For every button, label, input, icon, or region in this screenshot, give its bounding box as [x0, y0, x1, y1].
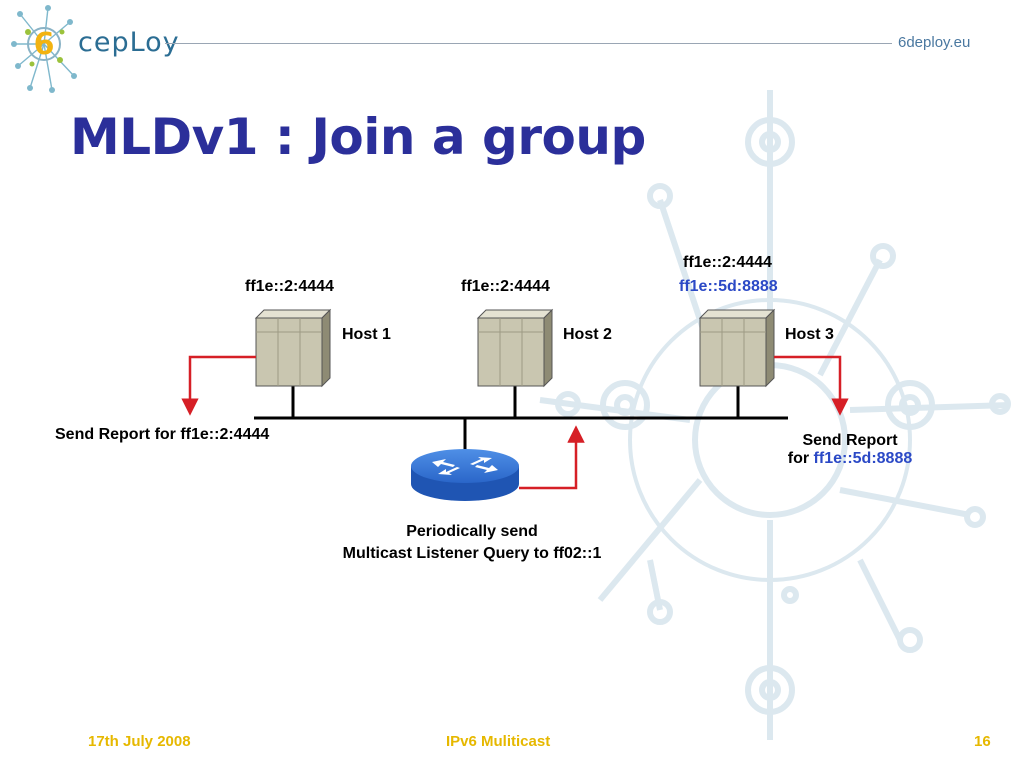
- router-icon: [411, 449, 519, 501]
- host-3-report-group: ff1e::5d:8888: [813, 450, 913, 467]
- footer-date: 17th July 2008: [88, 733, 191, 750]
- host-3-group: ff1e::2:4444: [683, 254, 772, 271]
- site-url: 6deploy.eu: [898, 34, 971, 51]
- host-3-report-text: Send Report for ff1e::5d:8888: [760, 432, 940, 468]
- host-2-icon: [476, 308, 554, 388]
- router-query-line2: Multicast Listener Query to ff02::1: [342, 545, 602, 562]
- host-3-report-line1: Send Report: [802, 432, 898, 449]
- brand-wordmark: cepLoy: [78, 27, 180, 58]
- host-2-group: ff1e::2:4444: [461, 278, 550, 295]
- host-2-label: Host 2: [563, 326, 612, 343]
- router-query-arrow: [519, 425, 585, 490]
- footer-topic: IPv6 Muliticast: [446, 733, 551, 750]
- host-1-group: ff1e::2:4444: [245, 278, 334, 295]
- host-3-label: Host 3: [785, 326, 834, 343]
- 6deploy-logo-icon: 6: [11, 5, 77, 93]
- host-1-report-text: Send Report for ff1e::2:4444: [55, 426, 270, 443]
- router-query-line1: Periodically send: [406, 523, 538, 540]
- host-1-report-arrow: [181, 355, 256, 416]
- footer-page-number: 16: [974, 733, 991, 750]
- host-3-report-prefix: for: [787, 450, 814, 467]
- host-3-report-arrow: [774, 355, 849, 416]
- svg-text:6: 6: [34, 27, 55, 62]
- host-3-new-group: ff1e::5d:8888: [679, 278, 778, 295]
- router-query-text: Periodically send Multicast Listener Que…: [300, 521, 644, 565]
- host-1-label: Host 1: [342, 326, 391, 343]
- host-3-report-line2: for ff1e::5d:8888: [760, 450, 940, 468]
- host-1-icon: [254, 308, 332, 388]
- header-rule: [165, 43, 892, 44]
- slide-title: MLDv1 : Join a group: [70, 108, 646, 166]
- host-3-icon: [698, 308, 776, 388]
